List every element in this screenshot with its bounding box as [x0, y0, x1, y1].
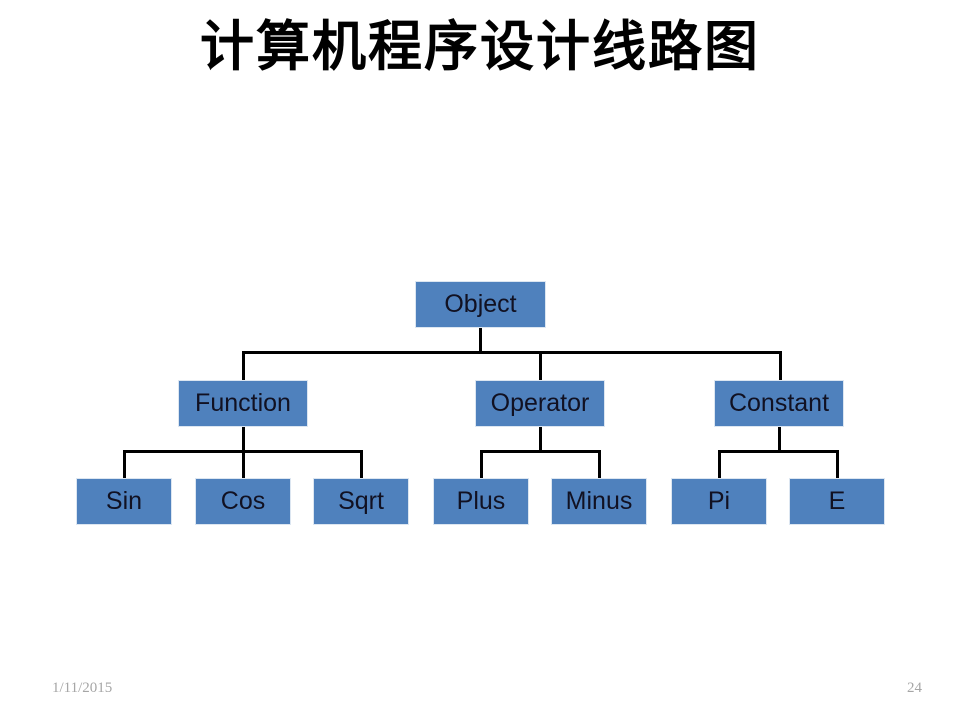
connector-constant-stem — [778, 427, 781, 452]
node-sqrt[interactable]: Sqrt — [313, 478, 409, 525]
page-title: 计算机程序设计线路图 — [200, 14, 760, 78]
node-plus[interactable]: Plus — [433, 478, 529, 525]
node-object[interactable]: Object — [415, 281, 546, 328]
connector-drop-constant — [779, 351, 782, 380]
connector-drop-function — [242, 351, 245, 380]
node-constant[interactable]: Constant — [714, 380, 844, 427]
connector-constant-bar — [718, 450, 839, 453]
footer-date: 1/11/2015 — [52, 680, 113, 696]
connector-drop-e — [836, 450, 839, 478]
connector-drop-sqrt — [360, 450, 363, 478]
connector-drop-pi — [718, 450, 721, 478]
node-pi[interactable]: Pi — [671, 478, 767, 525]
node-minus[interactable]: Minus — [551, 478, 647, 525]
node-operator[interactable]: Operator — [475, 380, 605, 427]
connector-object-stem — [479, 328, 482, 353]
connector-drop-operator — [539, 351, 542, 380]
connector-operator-bar — [480, 450, 601, 453]
footer-page-number: 24 — [907, 680, 922, 696]
connector-operator-stem — [539, 427, 542, 452]
connector-drop-sin — [123, 450, 126, 478]
node-function[interactable]: Function — [178, 380, 308, 427]
node-sin[interactable]: Sin — [76, 478, 172, 525]
connector-drop-minus — [598, 450, 601, 478]
connector-drop-cos — [242, 450, 245, 478]
node-cos[interactable]: Cos — [195, 478, 291, 525]
connector-drop-plus — [480, 450, 483, 478]
connector-level2-bar — [242, 351, 782, 354]
node-e[interactable]: E — [789, 478, 885, 525]
connector-function-stem — [242, 427, 245, 452]
